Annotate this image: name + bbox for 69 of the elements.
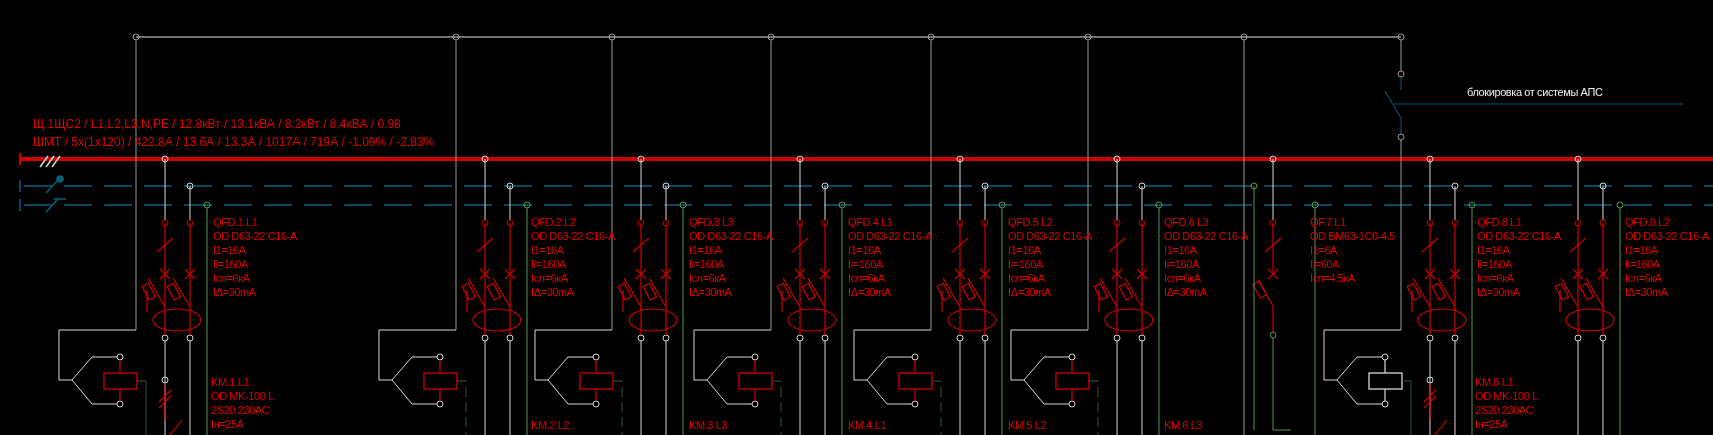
device-parameter-text: OD D63-22 C16-A: [1008, 231, 1092, 242]
device-parameter-text: KM.6 L3: [1164, 420, 1203, 431]
device-parameter-text: IΔ=30mA: [531, 287, 574, 298]
device-parameter-text: OD BM63-1C6-4.5: [1310, 231, 1396, 242]
bus-parameters-text: ШМТ / 5х(1х120) / 422.8А / 13.6А / 13.3А / 1017А / 719А / -1.09% / -2.83%: [33, 136, 435, 148]
device-parameter-text: Ii=160A: [689, 259, 724, 270]
device-parameter-text: I1=16A: [689, 245, 722, 256]
device-parameter-text: IΔ=30mA: [213, 287, 256, 298]
device-parameter-text: IΔ=30mA: [1008, 287, 1051, 298]
device-parameter-text: Icn=6кA: [213, 273, 250, 284]
bus-parameters-text: Щ.1ЩС2 / L1,L2,L3,N,PE / 12.8кВт / 13.1кВА / 8.2кВт / 8.4кВА / 0.98: [33, 118, 401, 130]
device-parameter-text: Icn=6кA: [848, 273, 885, 284]
device-parameter-text: I1=16A: [1008, 245, 1041, 256]
device-parameter-text: OD MK-100 L: [1475, 391, 1538, 402]
device-parameter-text: I1=16A: [1477, 245, 1510, 256]
device-parameter-text: QFD.3 L3: [689, 217, 734, 228]
device-parameter-text: OD D63-22 C16-A: [1477, 231, 1561, 242]
device-parameter-text: OD D63-22 C16-A: [848, 231, 932, 242]
device-parameter-text: QFD.1 L1: [213, 217, 258, 228]
device-parameter-text: Ii=160A: [213, 259, 248, 270]
device-parameter-text: IΔ=30mA: [1477, 287, 1520, 298]
device-parameter-text: Iн=25A: [1475, 419, 1508, 430]
device-parameter-text: Icn=6кA: [1477, 273, 1514, 284]
device-parameter-text: QFD.9 L2: [1625, 217, 1670, 228]
device-parameter-text: KM.4 L1: [848, 420, 887, 431]
device-parameter-text: I1=16A: [1164, 245, 1197, 256]
device-parameter-text: I1=16A: [1625, 245, 1658, 256]
device-parameter-text: QFD.2 L2: [531, 217, 576, 228]
device-parameter-text: OD D63-22 C16-A: [1625, 231, 1709, 242]
device-parameter-text: Icn=4.5кA: [1310, 273, 1355, 284]
device-parameter-text: I1=6A: [1310, 245, 1338, 256]
device-parameter-text: KM.5 L2: [1008, 420, 1047, 431]
device-parameter-text: Icn=6кA: [531, 273, 568, 284]
device-parameter-text: Icn=6кA: [689, 273, 726, 284]
device-parameter-text: I1=16A: [848, 245, 881, 256]
device-parameter-text: Ii=160A: [1008, 259, 1043, 270]
device-parameter-text: Ii=160A: [848, 259, 883, 270]
device-parameter-text: KM.1 L1: [211, 377, 250, 388]
device-parameter-text: Icn=6кA: [1625, 273, 1662, 284]
device-parameter-text: Ii=160A: [1625, 259, 1660, 270]
device-parameter-text: IΔ=30mA: [1164, 287, 1207, 298]
interlock-note: блокировка от системы АПС: [1467, 87, 1603, 98]
device-parameter-text: QFD.5 L2: [1008, 217, 1053, 228]
device-parameter-text: KM.3 L3: [689, 420, 728, 431]
device-parameter-text: Ii=160A: [1477, 259, 1512, 270]
device-parameter-text: OD D63-22 C16-A: [1164, 231, 1248, 242]
device-parameter-text: Ii=160A: [1164, 259, 1199, 270]
device-parameter-text: OD MK-100 L: [211, 391, 274, 402]
device-parameter-text: IΔ=30mA: [848, 287, 891, 298]
device-parameter-text: Ii=60A: [1310, 259, 1340, 270]
device-parameter-text: IΔ=30mA: [689, 287, 732, 298]
device-parameter-text: QFD.8 L1: [1477, 217, 1522, 228]
device-parameter-text: I1=16A: [531, 245, 564, 256]
device-parameter-text: OD D63-22 C16-A: [689, 231, 773, 242]
device-parameter-text: I1=16A: [213, 245, 246, 256]
device-parameter-text: KM.8 L1: [1475, 377, 1514, 388]
device-parameter-text: 2S20 230AC: [1475, 405, 1534, 416]
device-parameter-text: QFD.6 L3: [1164, 217, 1209, 228]
device-parameter-text: QFD.4 L1: [848, 217, 893, 228]
device-parameter-text: Iн=25A: [211, 419, 244, 430]
device-parameter-text: OD D63-22 C16-A: [531, 231, 615, 242]
device-parameter-text: QF.7 L1: [1310, 217, 1346, 228]
device-parameter-text: Ii=160A: [531, 259, 566, 270]
device-parameter-text: OD D63-22 C16-A: [213, 231, 297, 242]
device-parameter-text: IΔ=30mA: [1625, 287, 1668, 298]
device-parameter-text: Icn=6кA: [1164, 273, 1201, 284]
device-parameter-text: Icn=6кA: [1008, 273, 1045, 284]
device-parameter-text: 2S20 230AC: [211, 405, 270, 416]
device-parameter-text: KM.2 L2: [531, 420, 570, 431]
